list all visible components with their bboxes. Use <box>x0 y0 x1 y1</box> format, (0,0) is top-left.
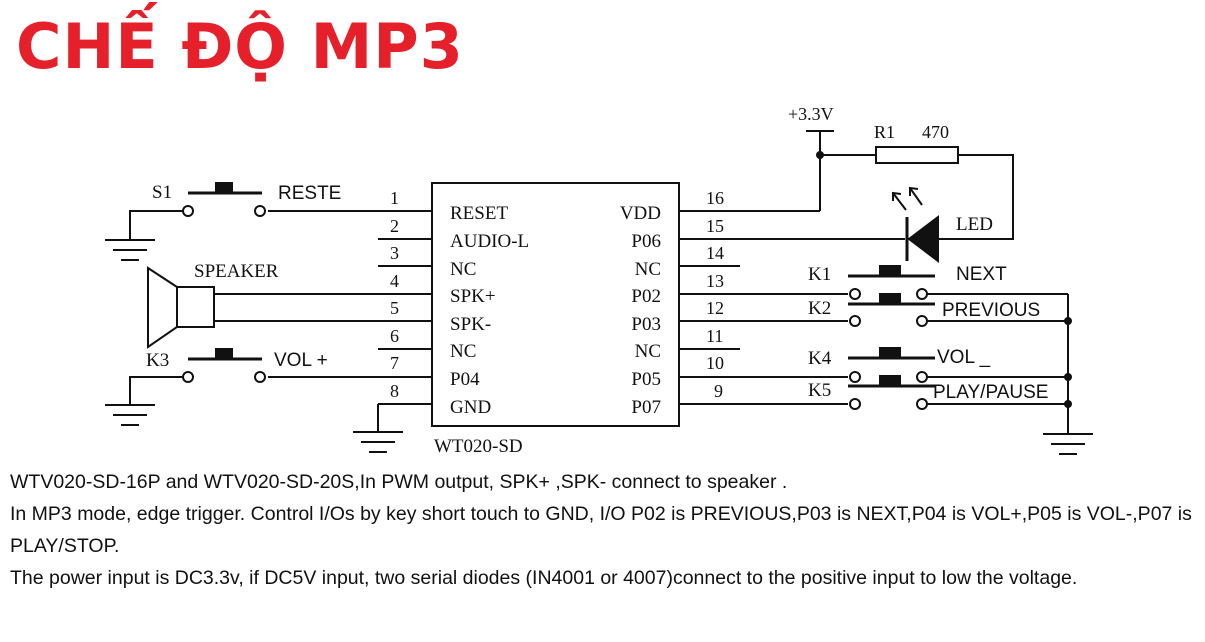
pin-name: AUDIO-L <box>450 231 529 252</box>
pin-number: 7 <box>390 353 399 373</box>
speaker-label: SPEAKER <box>194 261 279 282</box>
switch-ref: K3 <box>146 350 169 371</box>
pin-name: NC <box>635 341 661 362</box>
description-line-2: In MP3 mode, edge trigger. Control I/Os … <box>10 503 1192 557</box>
switch-label: PLAY/PAUSE <box>933 382 1048 403</box>
switch-ref: K2 <box>808 298 831 319</box>
left-pin-names: RESET AUDIO-L NC SPK+ SPK- NC P04 GND <box>450 203 529 418</box>
pin-name: P02 <box>631 286 661 307</box>
led-label: LED <box>956 214 993 235</box>
right-pin-names: VDD P06 NC P02 P03 NC P05 P07 <box>620 203 661 418</box>
pin-number: 13 <box>706 271 724 291</box>
supply-label: +3.3V <box>788 104 834 124</box>
switch-s1 <box>105 182 266 261</box>
pin-name: GND <box>450 397 491 418</box>
led-symbol <box>892 186 939 264</box>
resistor-r1 <box>875 146 959 164</box>
pin-number: 12 <box>706 298 724 318</box>
pin-name: RESET <box>450 203 508 224</box>
pin-number: 10 <box>706 353 724 373</box>
pin-number: 5 <box>390 298 399 318</box>
pin-number: 3 <box>390 243 399 263</box>
pin-name: P06 <box>631 231 661 252</box>
pin-number: 15 <box>706 216 724 236</box>
switch-ref: K1 <box>808 264 831 285</box>
pin-number: 4 <box>390 271 399 291</box>
switch-ref: S1 <box>152 182 172 203</box>
ground-bus <box>1043 294 1093 455</box>
right-pin-numbers: 16 15 14 13 12 11 10 9 <box>706 188 724 401</box>
pin-name: VDD <box>620 203 661 224</box>
switch-k1-k2 <box>848 265 1068 327</box>
switch-label: VOL + <box>274 350 328 371</box>
resistor-ref: R1 <box>874 122 895 142</box>
pin-name: SPK- <box>450 314 491 335</box>
switch-label: RESTE <box>278 183 341 204</box>
pin-number: 6 <box>390 326 399 346</box>
pin-number: 2 <box>390 216 399 236</box>
speaker-icon <box>147 266 215 349</box>
switch-ref: K5 <box>808 380 831 401</box>
switch-label: PREVIOUS <box>942 300 1040 321</box>
switch-ref: K4 <box>808 348 832 369</box>
description-line-1: WTV020-SD-16P and WTV020-SD-20S,In PWM o… <box>10 471 788 493</box>
chip-body <box>431 182 680 427</box>
right-pin-wires <box>679 210 905 405</box>
page-title: CHẾ ĐỘ MP3 <box>16 10 464 83</box>
pin-name: NC <box>635 259 661 280</box>
description-line-3: The power input is DC3.3v, if DC5V input… <box>10 567 1078 589</box>
ground-symbol <box>353 404 403 453</box>
resistor-value: 470 <box>922 122 949 142</box>
pin-name: P04 <box>450 369 480 390</box>
pin-name: P05 <box>631 369 661 390</box>
pin-number: 9 <box>714 381 723 401</box>
pin-name: SPK+ <box>450 286 496 307</box>
pin-name: NC <box>450 259 476 280</box>
left-pin-numbers: 1 2 3 4 5 6 7 8 <box>390 188 399 401</box>
pin-number: 11 <box>706 326 723 346</box>
left-pin-wires <box>214 210 432 405</box>
switch-label: NEXT <box>956 264 1007 285</box>
pin-number: 16 <box>706 188 724 208</box>
chip-label: WT020-SD <box>434 436 523 457</box>
pin-name: NC <box>450 341 476 362</box>
circuit-schematic: WT020-SD 1 2 3 4 5 6 7 8 RESET AUDIO-L N… <box>105 104 1093 457</box>
switch-k3 <box>105 348 266 426</box>
pin-name: P07 <box>631 397 661 418</box>
pin-name: P03 <box>631 314 661 335</box>
switch-label: VOL _ <box>937 347 991 368</box>
pin-number: 14 <box>706 243 724 263</box>
pin-number: 1 <box>390 188 399 208</box>
switch-k4-k5 <box>848 347 1068 410</box>
pin-number: 8 <box>390 381 399 401</box>
